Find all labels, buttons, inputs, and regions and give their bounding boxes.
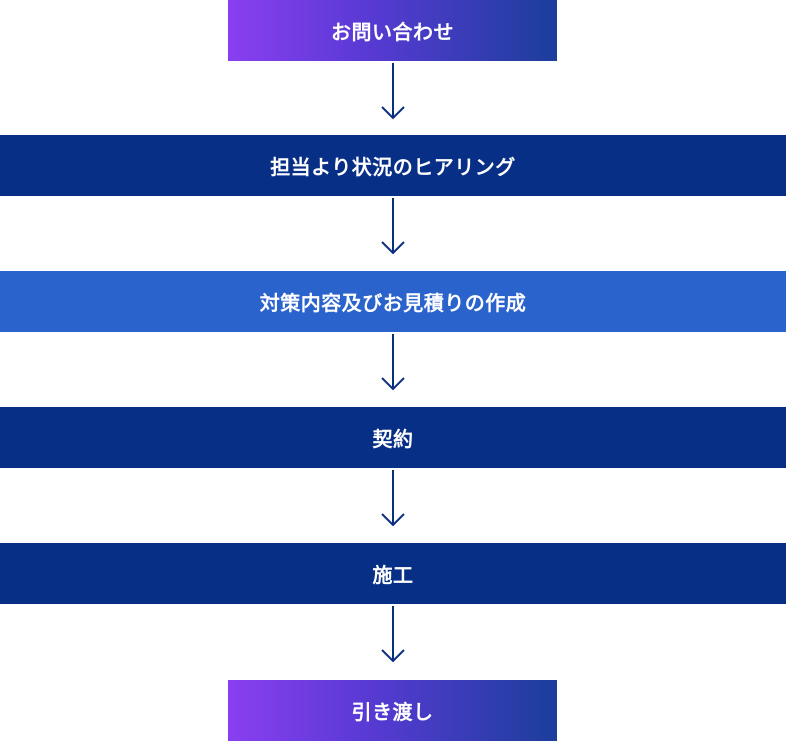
- step-label: お問い合わせ: [331, 20, 454, 44]
- step-hearing: 担当より状況のヒアリング: [0, 135, 786, 196]
- step-label: 施工: [372, 563, 414, 587]
- arrow-down-icon: [378, 332, 408, 392]
- step-label: 引き渡し: [351, 700, 434, 724]
- arrow-down-icon: [378, 61, 408, 121]
- step-inquiry: お問い合わせ: [228, 0, 557, 61]
- step-label: 担当より状況のヒアリング: [270, 155, 516, 179]
- arrow-down-icon: [378, 196, 408, 256]
- arrow-down-icon: [378, 604, 408, 664]
- step-estimate: 対策内容及びお見積りの作成: [0, 271, 786, 332]
- step-construction: 施工: [0, 543, 786, 604]
- arrow-down-icon: [378, 468, 408, 528]
- step-label: 対策内容及びお見積りの作成: [259, 291, 527, 315]
- step-label: 契約: [372, 427, 414, 451]
- step-contract: 契約: [0, 407, 786, 468]
- step-handover: 引き渡し: [228, 680, 557, 741]
